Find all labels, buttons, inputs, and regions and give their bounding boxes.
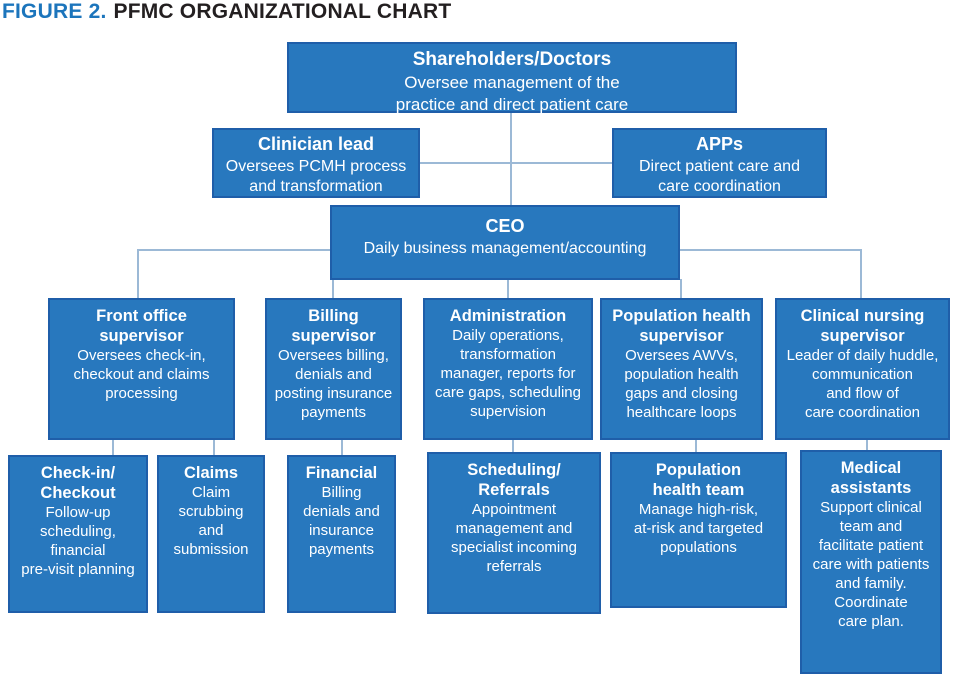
connector-drop-front-office bbox=[137, 249, 139, 299]
node-medical-assistants: Medical assistants Support clinical team… bbox=[800, 450, 942, 674]
node-title: Clinician lead bbox=[257, 134, 375, 154]
connector-ceo-left-crossbar bbox=[137, 249, 331, 251]
figure-label: FIGURE 2. bbox=[2, 0, 107, 23]
node-apps: APPs Direct patient care and care coordi… bbox=[612, 128, 827, 198]
node-title: Claims bbox=[183, 464, 239, 482]
connector-drop-checkin bbox=[112, 439, 114, 456]
node-desc: Oversees AWVs, population health gaps an… bbox=[624, 347, 739, 421]
node-title: Billing supervisor bbox=[291, 307, 376, 346]
node-desc: Oversee management of the practice and d… bbox=[395, 73, 629, 114]
figure-title: FIGURE 2. PFMC ORGANIZATIONAL CHART bbox=[2, 0, 702, 24]
node-title: Administration bbox=[449, 307, 567, 325]
node-desc: Billing denials and insurance payments bbox=[303, 484, 380, 558]
connector-drop-administration bbox=[507, 279, 509, 299]
node-title: APPs bbox=[695, 134, 744, 154]
node-population-health-team: Population health team Manage high-risk,… bbox=[610, 452, 787, 608]
node-title: Scheduling/ Referrals bbox=[467, 461, 561, 500]
node-title: Shareholders/Doctors bbox=[412, 49, 612, 70]
connector-drop-clinical-nursing bbox=[860, 249, 862, 299]
node-title: Population health supervisor bbox=[612, 307, 751, 346]
node-title: Clinical nursing supervisor bbox=[800, 307, 925, 346]
node-title: Financial bbox=[305, 464, 378, 482]
connector-drop-medical-assistants bbox=[866, 439, 868, 451]
node-title: Check-in/ Checkout bbox=[40, 464, 116, 503]
connector-ceo-right-crossbar bbox=[679, 249, 862, 251]
node-desc: Follow-up scheduling, financial pre-visi… bbox=[21, 504, 135, 578]
node-administration: Administration Daily operations, transfo… bbox=[423, 298, 593, 440]
node-title: Medical assistants bbox=[830, 459, 912, 498]
node-desc: Direct patient care and care coordinatio… bbox=[639, 157, 800, 196]
node-desc: Leader of daily huddle, communication an… bbox=[786, 347, 939, 421]
node-desc: Daily operations, transformation manager… bbox=[435, 327, 581, 420]
connector-clinician-apps-crossbar bbox=[420, 162, 612, 164]
node-title: CEO bbox=[485, 216, 525, 236]
node-desc: Oversees billing, denials and posting in… bbox=[274, 347, 393, 421]
node-population-health-supervisor: Population health supervisor Oversees AW… bbox=[600, 298, 763, 440]
node-desc: Claim scrubbing and submission bbox=[173, 484, 249, 558]
node-shareholders-doctors: Shareholders/Doctors Oversee management … bbox=[287, 42, 737, 114]
node-desc: Oversees PCMH process and transformation bbox=[225, 157, 407, 196]
node-claims: Claims Claim scrubbing and submission bbox=[157, 455, 265, 613]
connector-shareholders-ceo bbox=[510, 113, 512, 206]
connector-drop-population-health-team bbox=[695, 439, 697, 453]
connector-drop-billing bbox=[332, 279, 334, 299]
node-title: Population health team bbox=[652, 461, 745, 500]
node-desc: Appointment management and specialist in… bbox=[451, 501, 577, 575]
figure-title-text: PFMC ORGANIZATIONAL CHART bbox=[113, 0, 452, 23]
connector-drop-claims bbox=[213, 439, 215, 456]
connector-drop-population-health-supervisor bbox=[680, 279, 682, 299]
connector-drop-scheduling bbox=[512, 439, 514, 453]
node-desc: Oversees check-in, checkout and claims p… bbox=[73, 347, 210, 403]
node-billing-supervisor: Billing supervisor Oversees billing, den… bbox=[265, 298, 402, 440]
node-desc: Manage high-risk, at-risk and targeted p… bbox=[633, 501, 764, 557]
node-desc: Daily business management/accounting bbox=[363, 239, 647, 257]
node-desc: Support clinical team and facilitate pat… bbox=[812, 499, 930, 630]
node-financial: Financial Billing denials and insurance … bbox=[287, 455, 396, 613]
connector-drop-financial bbox=[341, 439, 343, 456]
node-front-office-supervisor: Front office supervisor Oversees check-i… bbox=[48, 298, 235, 440]
node-ceo: CEO Daily business management/accounting bbox=[330, 205, 680, 280]
node-title: Front office supervisor bbox=[96, 307, 187, 346]
node-scheduling-referrals: Scheduling/ Referrals Appointment manage… bbox=[427, 452, 601, 614]
node-clinical-nursing-supervisor: Clinical nursing supervisor Leader of da… bbox=[775, 298, 950, 440]
node-checkin-checkout: Check-in/ Checkout Follow-up scheduling,… bbox=[8, 455, 148, 613]
node-clinician-lead: Clinician lead Oversees PCMH process and… bbox=[212, 128, 420, 198]
